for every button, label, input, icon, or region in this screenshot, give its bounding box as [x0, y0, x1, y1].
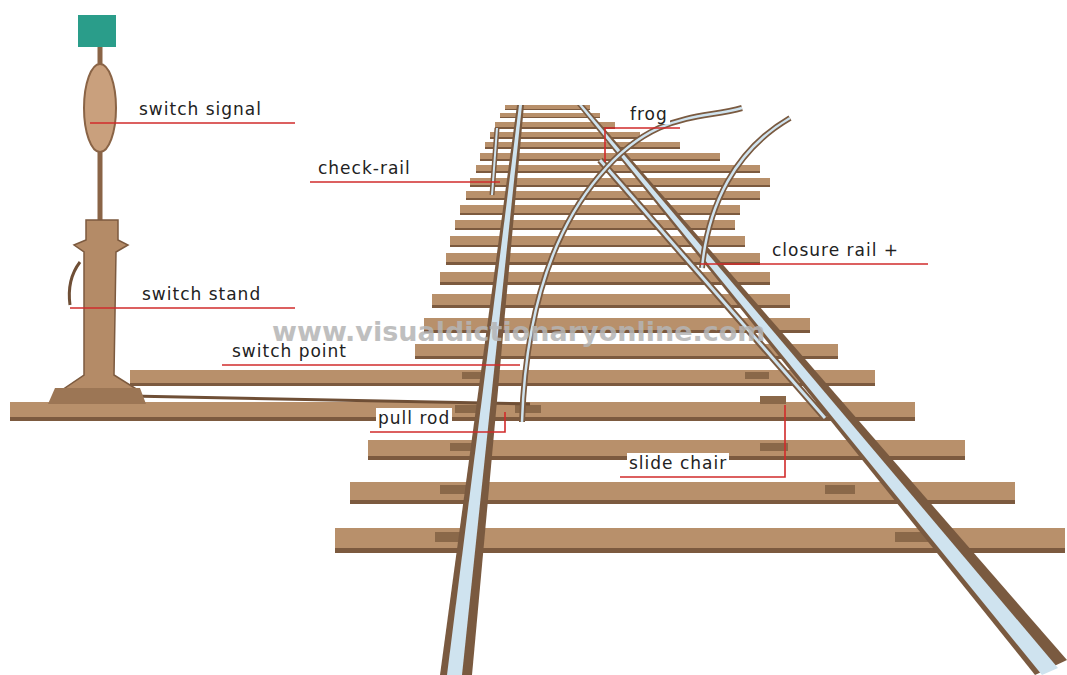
- part-label: closure rail +: [770, 240, 901, 260]
- part-label: check-rail: [316, 158, 413, 178]
- part-label: pull rod: [376, 408, 452, 428]
- switch-stand: [48, 15, 146, 404]
- part-label: slide chair: [627, 453, 729, 473]
- rails: [440, 105, 1067, 675]
- part-label: switch signal: [137, 99, 264, 119]
- watermark: www.visualdictionaryonline.com: [272, 316, 765, 348]
- pull-rod: [130, 396, 530, 404]
- tie-plates: [435, 372, 929, 542]
- part-label: frog: [628, 104, 670, 124]
- leader-lines: [70, 123, 928, 477]
- part-label: switch stand: [140, 284, 263, 304]
